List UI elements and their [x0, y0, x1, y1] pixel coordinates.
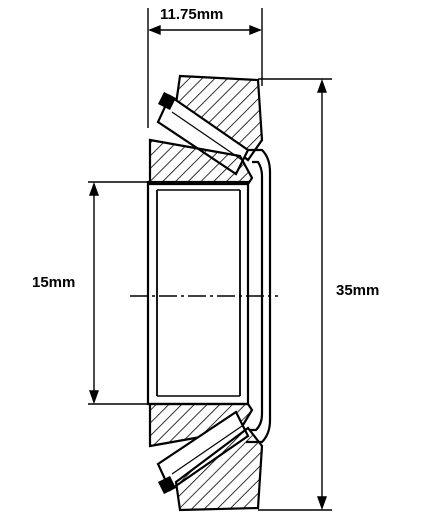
cage-lip-bottom [158, 476, 176, 494]
inner-ring-top [148, 138, 254, 186]
outer-ring-bottom [174, 426, 264, 512]
cage-lip-top [158, 92, 176, 110]
outer-dimension [258, 78, 332, 511]
bore-dimension [88, 181, 150, 405]
inner-ring-bore [146, 180, 250, 406]
width-dimension-label: 11.75mm [160, 6, 224, 23]
width-dimension [147, 8, 263, 128]
inner-ring-bottom [148, 402, 254, 448]
bore-dimension-label: 15mm [32, 274, 76, 291]
outer-dimension-label: 35mm [336, 282, 380, 299]
cage [246, 148, 272, 444]
